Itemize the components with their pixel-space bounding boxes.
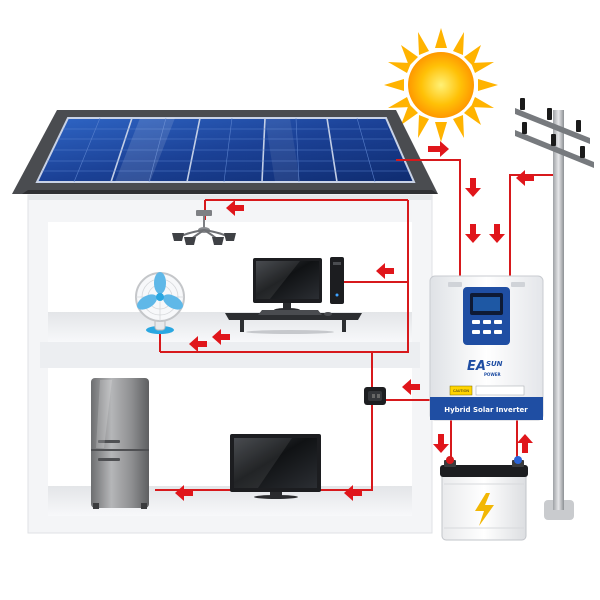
desktop-computer-icon: [225, 257, 362, 334]
inverter-warning-label: CAUTION: [453, 389, 469, 393]
hybrid-solar-inverter: EASUN POWER CAUTION Hybrid Solar Inverte…: [429, 275, 544, 421]
sun-icon: [384, 28, 498, 142]
television-icon: [230, 434, 321, 499]
inverter-brand: EASUN: [467, 359, 503, 374]
flow-arrows: [175, 141, 534, 501]
power-outlet-icon: [364, 387, 386, 405]
solar-panel-icon: [12, 110, 438, 194]
utility-pole-icon: [515, 98, 594, 520]
inverter-product-label: Hybrid Solar Inverter: [444, 406, 528, 414]
refrigerator-icon: [91, 378, 149, 509]
wiring: [155, 159, 553, 491]
inverter-display-icon: [463, 287, 510, 345]
inverter-brand-sub: POWER: [484, 372, 501, 377]
desk-fan-icon: [135, 272, 185, 334]
lightning-bolt-icon: [475, 493, 494, 526]
battery-icon: [440, 456, 528, 541]
ceiling-lamp-icon: [172, 210, 236, 245]
